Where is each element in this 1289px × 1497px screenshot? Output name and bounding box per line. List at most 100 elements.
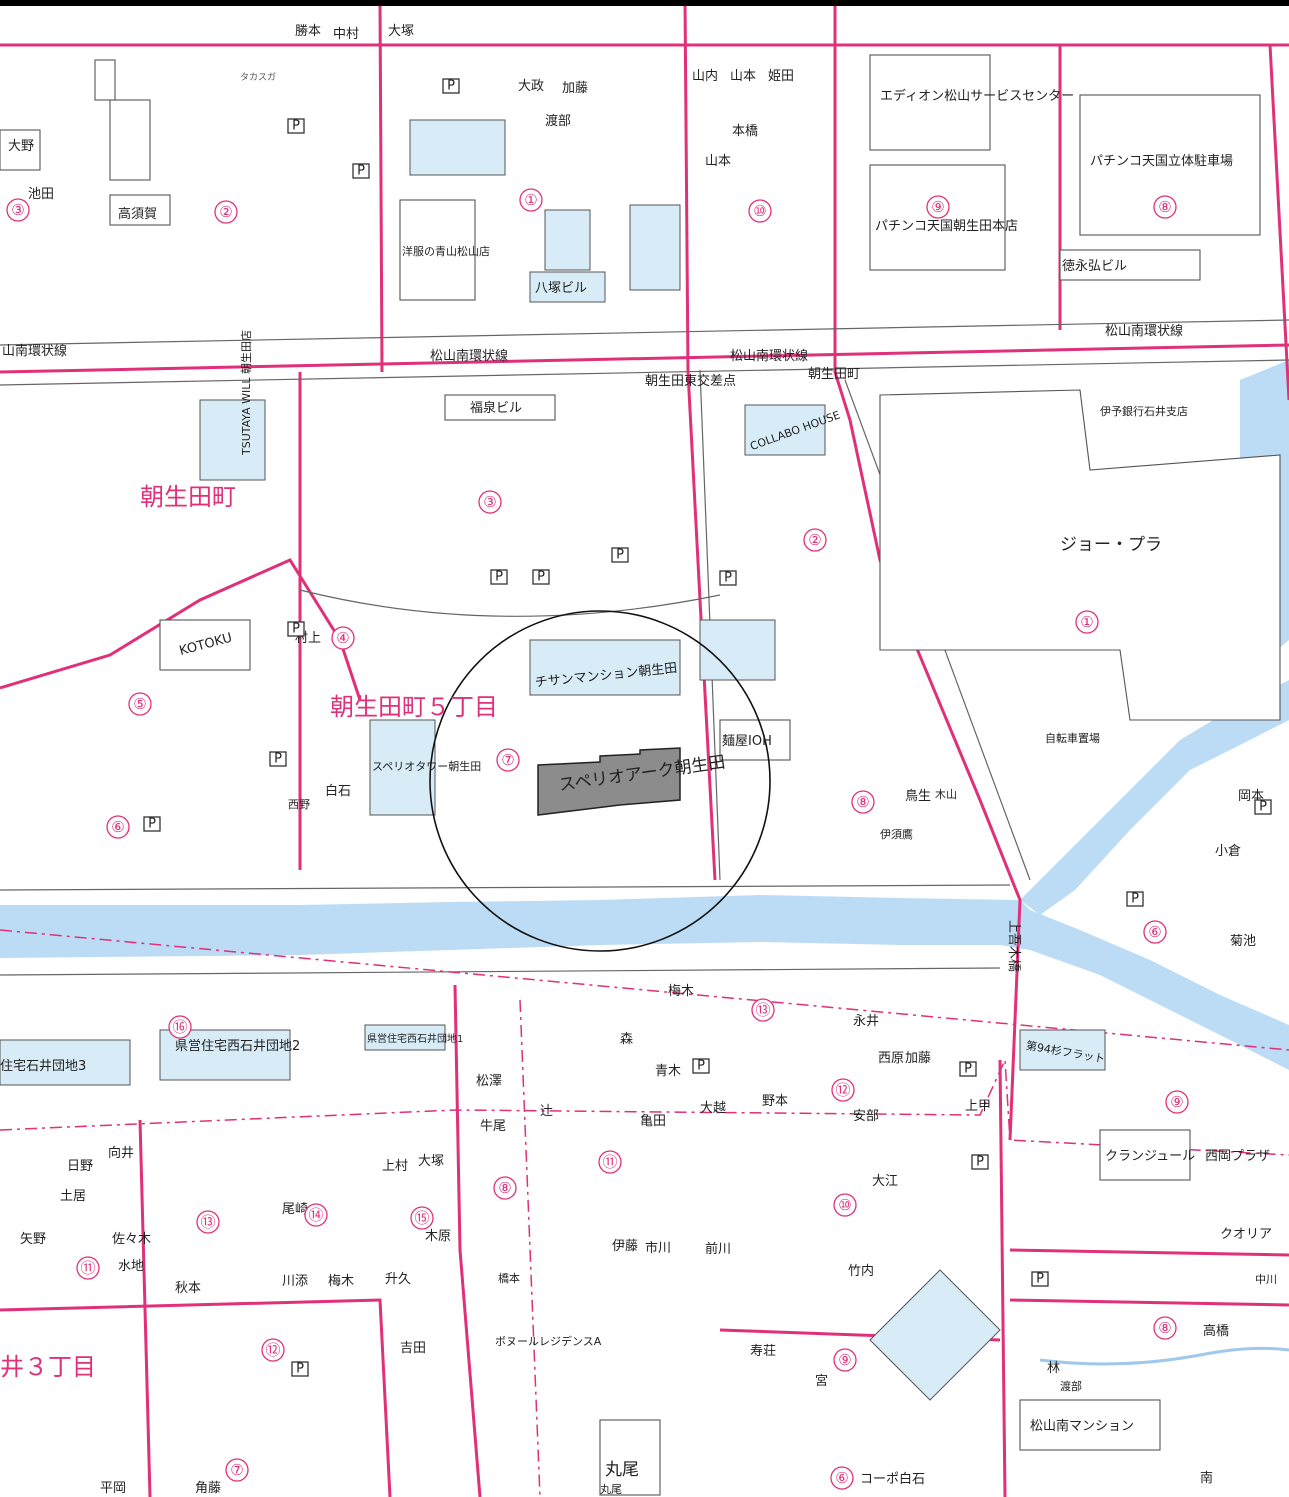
svg-text:P: P <box>274 752 282 767</box>
block-number-text: ④ <box>336 629 349 647</box>
buildings <box>0 54 1281 1496</box>
parking-markers: P P P P P P P P P P P P P P P P P <box>143 78 1272 1377</box>
surname-label: 高須賀 <box>118 206 157 222</box>
block-number-text: ⑥ <box>1148 923 1161 941</box>
surname-label: 大江 <box>872 1174 898 1189</box>
block-number-text: ⑪ <box>602 1153 617 1171</box>
block-number-text: ⑭ <box>308 1206 323 1224</box>
svg-text:P: P <box>1036 1272 1044 1287</box>
surname-label: 鳥生 <box>905 789 931 804</box>
surname-label: 白石 <box>325 783 351 799</box>
block-number-12-a: ⑫ <box>831 1078 855 1102</box>
block-number-text: ③ <box>483 493 496 511</box>
road-label-3: 松山南環状線 <box>1105 323 1183 339</box>
surname-label: 向井 <box>108 1145 134 1161</box>
surname-label: 永井 <box>853 1014 879 1029</box>
surname-label: 伊須鷹 <box>880 827 913 841</box>
svg-text:P: P <box>976 1155 984 1170</box>
block-number-9-c: ⑨ <box>833 1348 857 1372</box>
surname-label: 中村 <box>333 27 359 42</box>
surname-label: 西野 <box>288 798 310 811</box>
surname-label: 加藤 <box>905 1051 931 1066</box>
block-number-text: ③ <box>11 201 24 219</box>
surname-label: 勝本 <box>295 24 321 39</box>
surname-label: 大塚 <box>418 1154 444 1169</box>
svg-text:P: P <box>292 119 300 134</box>
block-number-8-b: ⑧ <box>851 790 875 814</box>
block-number-text: ⑨ <box>838 1351 851 1369</box>
block-number-text: ⑮ <box>414 1209 429 1227</box>
block-number-text: ⑦ <box>230 1461 243 1479</box>
district-label-asoda-cho: 朝生田町 <box>140 483 236 511</box>
landmark-matsuyama-minami: 松山南マンション <box>1030 1418 1134 1434</box>
block-number-9-b: ⑨ <box>1165 1090 1189 1114</box>
block-number-6-c: ⑥ <box>830 1466 854 1490</box>
road-label-4: 山南環状線 <box>2 343 67 359</box>
block-number-text: ⑩ <box>753 202 766 220</box>
svg-text:P: P <box>697 1059 705 1074</box>
surname-label: 宮 <box>815 1373 828 1389</box>
surname-label: 水地 <box>118 1259 144 1274</box>
parking-icon: P <box>269 751 287 767</box>
parking-icon: P <box>611 547 629 563</box>
surname-label: 南 <box>1200 1470 1213 1486</box>
block-number-7-a: ⑦ <box>496 748 520 772</box>
surname-label: 上村 <box>382 1159 408 1174</box>
block-number-13-b: ⑬ <box>196 1210 220 1234</box>
block-number-14: ⑭ <box>304 1203 328 1227</box>
surname-label: 山本 <box>705 154 731 169</box>
landmark-kenjutaku-2: 県営住宅西石井団地2 <box>175 1039 300 1054</box>
block-number-text: ① <box>524 191 537 209</box>
intersection-label: 朝生田東交差点 <box>645 373 736 389</box>
block-number-4: ④ <box>331 626 355 650</box>
parking-icon: P <box>352 163 370 179</box>
target-building[interactable] <box>537 747 681 816</box>
svg-text:P: P <box>1259 800 1267 815</box>
surname-label: 菊池 <box>1230 934 1256 949</box>
block-number-text: ⑫ <box>265 1341 280 1359</box>
block-number-1-north: ① <box>519 188 543 212</box>
landmark-bonuru: ボヌールレジデンスA <box>495 1334 602 1348</box>
block-number-5: ⑤ <box>128 692 152 716</box>
parking-icon: P <box>442 78 460 94</box>
block-number-text: ⑫ <box>835 1081 850 1099</box>
focus-circle <box>429 610 771 952</box>
block-number-12-b: ⑫ <box>261 1338 285 1362</box>
parking-icon: P <box>287 621 305 637</box>
surname-label: 野本 <box>762 1094 788 1109</box>
parking-icon: P <box>291 1361 309 1377</box>
surname-label: 亀田 <box>640 1114 666 1129</box>
surname-label: 橋本 <box>498 1271 520 1285</box>
block-number-16: ⑯ <box>168 1015 192 1039</box>
block-number-6-b: ⑥ <box>1143 920 1167 944</box>
surname-label: 本橋 <box>732 124 758 139</box>
surname-label: 辻 <box>540 1104 553 1119</box>
landmark-nishioka: 西岡プラザ <box>1205 1149 1270 1164</box>
block-number-8-d: ⑧ <box>1153 1316 1177 1340</box>
svg-text:P: P <box>357 164 365 179</box>
surname-label: 尾崎 <box>282 1202 308 1217</box>
landmark-eidion: エディオン松山サービスセンター <box>880 88 1074 104</box>
parking-icon: P <box>971 1154 989 1170</box>
block-number-text: ⑯ <box>172 1018 187 1036</box>
parking-icon: P <box>532 569 550 585</box>
svg-text:P: P <box>964 1062 972 1077</box>
surname-label: 寿荘 <box>750 1344 776 1359</box>
landmark-fukusen: 福泉ビル <box>470 400 522 416</box>
surname-label: 高橋 <box>1203 1323 1229 1339</box>
block-number-text: ⑦ <box>501 751 514 769</box>
svg-text:P: P <box>148 817 156 832</box>
landmark-yatsuka: 八塚ビル <box>535 281 587 296</box>
asoda-cho-road-label: 朝生田町 <box>808 367 860 382</box>
parking-icon: P <box>692 1058 710 1074</box>
surname-label: 矢野 <box>20 1232 46 1247</box>
svg-text:P: P <box>296 1362 304 1377</box>
surname-label: 渡部 <box>1060 1379 1082 1393</box>
block-number-8-c: ⑧ <box>493 1176 517 1200</box>
block-number-3-b: ③ <box>478 490 502 514</box>
block-number-text: ② <box>219 203 232 221</box>
parking-icon: P <box>1254 799 1272 815</box>
surname-label: 松澤 <box>476 1074 502 1089</box>
landmark-menya: 麺屋IOH <box>722 734 772 749</box>
